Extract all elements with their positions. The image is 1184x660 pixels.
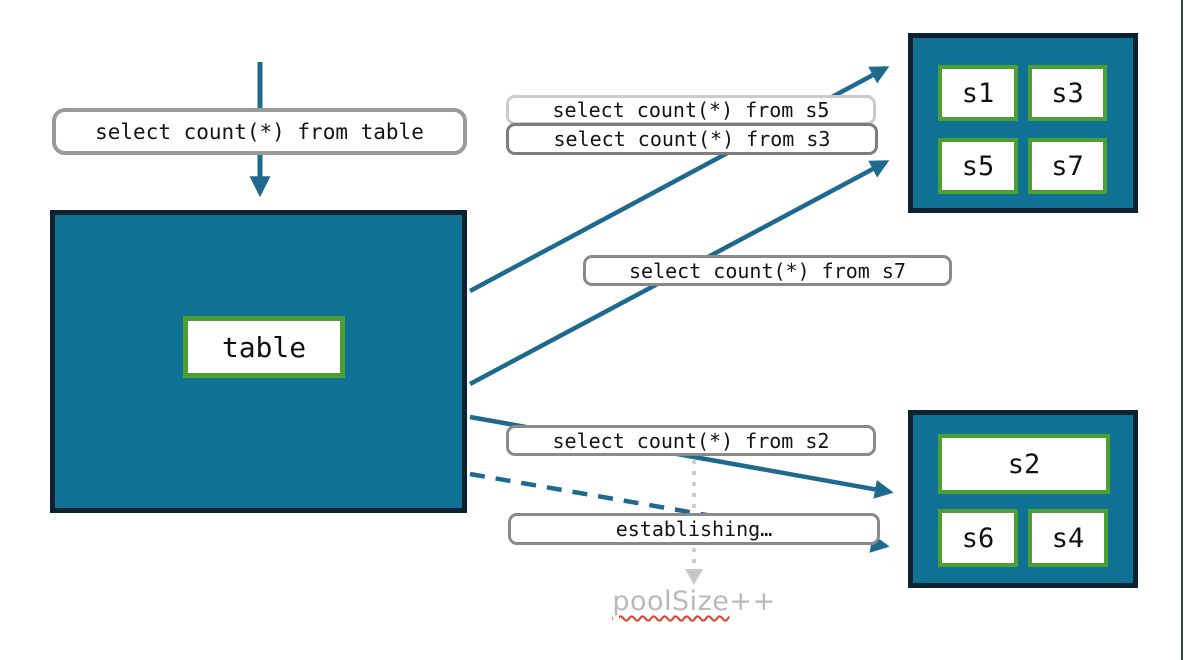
poolsize-word: poolSize (612, 586, 730, 617)
shard-chip-s2: s2 (938, 434, 1110, 494)
shard-chip-s5: s5 (938, 138, 1018, 194)
poolsize-arrowhead-icon (685, 569, 703, 585)
shard-label: s2 (1007, 448, 1041, 480)
shard-label: s7 (1051, 150, 1084, 182)
poolsize-note: poolSize++ (591, 586, 797, 617)
query-text: select count(*) from s3 (553, 127, 831, 151)
table-label: table (221, 330, 307, 364)
query-label-from-s2: select count(*) from s2 (506, 425, 876, 456)
query-label-from-table: select count(*) from table (52, 108, 467, 155)
query-label-establishing: establishing… (508, 513, 880, 545)
table-label-chip: table (183, 316, 345, 378)
query-text: select count(*) from s2 (552, 428, 830, 453)
query-label-from-s3: select count(*) from s3 (506, 123, 878, 155)
shard-label: s6 (961, 522, 995, 554)
shard-chip-s1: s1 (938, 65, 1018, 121)
query-label-from-s7: select count(*) from s7 (583, 255, 952, 286)
shard-label: s1 (961, 77, 995, 109)
query-label-from-s5: select count(*) from s5 (506, 95, 876, 125)
shard-chip-s3: s3 (1028, 65, 1107, 121)
page-edge-line (1181, 0, 1183, 660)
query-text: select count(*) from table (95, 119, 424, 144)
query-text: select count(*) from s5 (552, 98, 830, 122)
query-text: select count(*) from s7 (629, 258, 906, 283)
shard-chip-s6: s6 (938, 509, 1018, 567)
shard-label: s5 (961, 150, 995, 182)
table-container-box: table (50, 210, 467, 513)
shard-box-top: s1 s3 s5 s7 (908, 33, 1138, 213)
shard-box-bottom: s2 s6 s4 (908, 410, 1138, 588)
shard-label: s4 (1051, 522, 1085, 554)
query-text: establishing… (615, 517, 773, 541)
shard-label: s3 (1051, 77, 1084, 109)
shard-chip-s4: s4 (1028, 509, 1108, 567)
shard-chip-s7: s7 (1028, 138, 1107, 194)
poolsize-suffix: ++ (729, 586, 776, 617)
